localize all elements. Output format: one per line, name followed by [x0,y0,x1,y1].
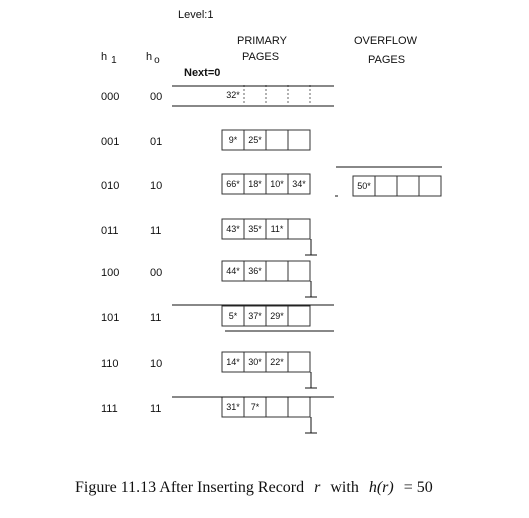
h1-bucket-label: 101 [101,312,119,324]
h1-bucket-label: 000 [101,91,119,103]
bucket-011-entry: 11* [271,224,284,234]
overflow-pages-header-line1: OVERFLOW [354,35,418,47]
bucket-010-page: 66* 18* 10* 34* [221,173,311,195]
bucket-100-slot [287,260,311,282]
bucket-100-entry: 44* [226,266,240,276]
bucket-111-entry: 31* [226,402,240,412]
bucket-101-page: 5* 37* 29* [221,305,311,327]
bucket-101-entry: 29* [270,311,284,321]
bucket-001-slot [287,129,311,151]
primary-pages-header-line2: PAGES [242,51,279,63]
level-label: Level:1 [178,9,213,21]
bucket-110-entry: 22* [270,357,284,367]
bucket-010-entry: 10* [270,179,284,189]
h1-bucket-label: 110 [101,358,119,370]
h0-bucket-label: 00 [150,91,162,103]
h0-bucket-label: 11 [150,225,161,237]
h0-bucket-label: 00 [150,267,162,279]
h0-bucket-label: 11 [150,312,161,324]
figure-caption: Figure 11.13 After Inserting Record r wi… [75,479,433,496]
bucket-011-entry: 43* [226,224,240,234]
bucket-111-slot [287,396,311,418]
bucket-101-entry: 5* [229,311,238,321]
primary-pages-header-line1: PRIMARY [237,35,288,47]
bucket-100-slot [265,260,289,282]
bucket-100-page: 44* 36* [221,260,311,282]
h1-bucket-label: 001 [101,136,119,148]
bucket-000-page: 32* [226,85,311,105]
overflow-slot [396,175,420,197]
h0-bucket-label: 10 [150,358,162,370]
h1-bucket-label: 010 [101,180,119,192]
bucket-001-entry: 9* [229,135,238,145]
bucket-011-page: 43* 35* 11* [221,218,311,240]
overflow-pages-header-line2: PAGES [368,54,405,66]
bucket-101-entry: 37* [248,311,262,321]
bucket-111-slot [265,396,289,418]
bucket-011-slot [287,218,311,240]
bucket-001-slot [265,129,289,151]
bucket-110-entry: 30* [248,357,262,367]
overflow-page: 50* [352,175,442,197]
bucket-110-entry: 14* [226,357,240,367]
bucket-010-entry: 18* [248,179,262,189]
bucket-110-page: 14* 30* 22* [221,351,311,373]
overflow-entry: 50* [357,181,371,191]
h0-bucket-label: 10 [150,180,162,192]
h0-bucket-label: 11 [150,403,161,415]
bucket-010-entry: 66* [226,179,240,189]
bucket-010-slot [287,173,311,195]
h1-bucket-label: 011 [101,225,119,237]
bucket-001-entry: 25* [248,135,262,145]
overflow-slot [374,175,398,197]
bucket-101-slot [287,305,311,327]
h1-bucket-label: 100 [101,267,119,279]
bucket-001-page: 9* 25* [221,129,311,151]
next-pointer-label: Next=0 [184,67,220,79]
bucket-110-slot [287,351,311,373]
bucket-000-entry: 32* [226,90,240,100]
bucket-111-entry: 7* [251,402,260,412]
bucket-111-page: 31* 7* [221,396,311,418]
h1-bucket-label: 111 [101,403,118,415]
bucket-010-entry: 34* [292,179,306,189]
overflow-slot [418,175,442,197]
h0-bucket-label: 01 [150,136,162,148]
bucket-011-entry: 35* [248,224,262,234]
bucket-100-entry: 36* [248,266,262,276]
